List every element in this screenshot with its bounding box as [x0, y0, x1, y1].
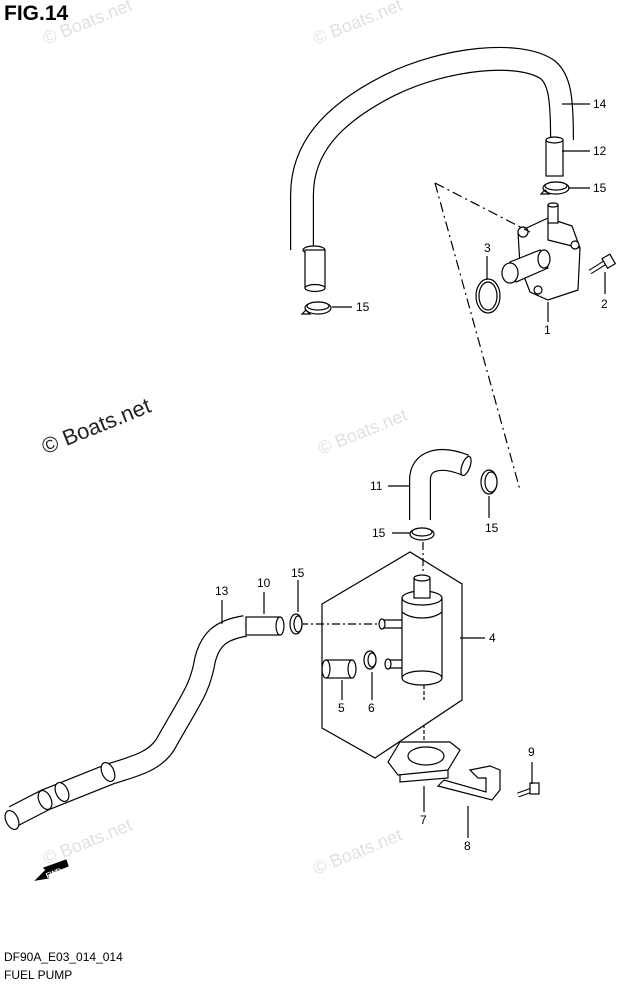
bracket-8 — [436, 765, 501, 801]
callout-14: 14 — [593, 97, 607, 111]
filter-box — [321, 551, 463, 759]
callout-8: 8 — [464, 839, 471, 853]
clamp-15-center — [409, 527, 435, 541]
callout-15: 15 — [372, 526, 386, 540]
pipe-5 — [321, 659, 357, 679]
callout-2: 2 — [601, 297, 608, 311]
hose-14-lower-end — [304, 249, 326, 293]
clamp-15-top — [539, 181, 570, 195]
callout-3: 3 — [484, 241, 491, 255]
clamp-6 — [363, 650, 377, 670]
callout-6: 6 — [368, 701, 375, 715]
hose-12 — [545, 136, 564, 177]
clamp-15-filter-left — [289, 613, 303, 635]
hose-11 — [409, 449, 472, 520]
figure-title: FIG.14 — [4, 2, 69, 25]
hose-14 — [290, 46, 574, 255]
callout-15: 15 — [593, 181, 607, 195]
hose-10 — [245, 616, 285, 636]
clamp-15-left — [300, 301, 332, 315]
callout-4: 4 — [489, 631, 496, 645]
hose-13 — [4, 615, 248, 831]
o-ring-3 — [475, 278, 501, 314]
callout-1: 1 — [544, 323, 551, 337]
fuel-filter-4 — [378, 574, 443, 700]
clamp-15-right — [480, 469, 498, 495]
callout-15: 15 — [356, 300, 370, 314]
callout-12: 12 — [593, 144, 607, 158]
callout-7: 7 — [420, 813, 427, 827]
callout-15: 15 — [291, 566, 305, 580]
bolt-9 — [517, 782, 540, 798]
callout-9: 9 — [528, 745, 535, 759]
bracket-7 — [387, 726, 461, 783]
callout-11: 11 — [370, 479, 383, 493]
callout-15: 15 — [485, 521, 499, 535]
bolt-2 — [588, 253, 617, 275]
callout-13: 13 — [215, 584, 229, 598]
callout-5: 5 — [338, 701, 345, 715]
fuel-pump-1 — [501, 202, 581, 301]
figure-code: DF90A_E03_014_014 — [4, 950, 123, 964]
callout-10: 10 — [257, 576, 271, 590]
figure-caption: FUEL PUMP — [4, 968, 73, 982]
fwd-arrow-icon — [34, 859, 69, 881]
